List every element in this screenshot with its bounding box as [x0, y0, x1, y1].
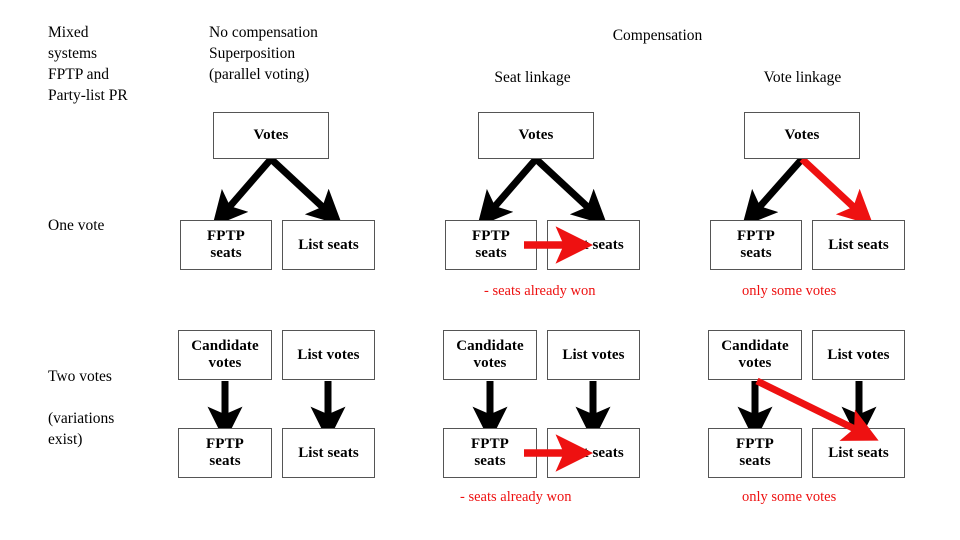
- row-label-two-votes: Two votes: [48, 368, 112, 385]
- row-label-one-vote: One vote: [48, 217, 105, 234]
- box-label: List seats: [828, 236, 889, 253]
- arrow-c1-votes-to-listseats: [268, 156, 343, 226]
- box-label: Votes: [518, 127, 554, 143]
- box-c3-fptp-seats-two[interactable]: FPTP seats: [708, 428, 802, 478]
- box-c3-fptp-seats[interactable]: FPTP seats: [710, 220, 802, 270]
- note-c3-two-votes: only some votes: [742, 489, 837, 505]
- diagram-title-label: Mixed systems FPTP and Party-list PR: [48, 24, 128, 104]
- box-label: List seats: [563, 444, 624, 461]
- arrow-c2-votes-to-fptp: [477, 156, 539, 227]
- box-c1-candidate-votes[interactable]: Candidate votes: [178, 330, 272, 380]
- row-label-two-votes-sub: (variations exist): [48, 410, 115, 448]
- box-c2-list-seats-two[interactable]: List seats: [547, 428, 640, 478]
- box-c2-list-seats[interactable]: List seats: [547, 220, 640, 270]
- arrow-c3-votes-to-listseats-red: [799, 156, 874, 226]
- box-label: FPTP seats: [207, 228, 245, 261]
- note-c3-one-vote: only some votes: [742, 283, 837, 299]
- group-header-compensation: Compensation: [612, 27, 703, 44]
- box-label: Candidate votes: [456, 338, 524, 371]
- arrow-c1-votes-to-fptp: [212, 156, 274, 227]
- note-c2-two-votes: - seats already won: [460, 489, 572, 505]
- box-c2-fptp-seats-two[interactable]: FPTP seats: [443, 428, 537, 478]
- box-label: List seats: [828, 444, 889, 461]
- box-c2-fptp-seats[interactable]: FPTP seats: [445, 220, 537, 270]
- column-header-no-compensation: No compensation Superposition (parallel …: [209, 24, 318, 83]
- box-c2-candidate-votes[interactable]: Candidate votes: [443, 330, 537, 380]
- box-label: List votes: [827, 346, 890, 363]
- box-c1-list-votes[interactable]: List votes: [282, 330, 375, 380]
- column-header-vote-linkage: Vote linkage: [763, 69, 842, 86]
- box-label: FPTP seats: [737, 228, 775, 261]
- box-label: Votes: [784, 127, 820, 143]
- box-c1-list-seats[interactable]: List seats: [282, 220, 375, 270]
- box-label: List votes: [562, 346, 625, 363]
- box-label: Votes: [253, 127, 289, 143]
- box-c2-list-votes[interactable]: List votes: [547, 330, 640, 380]
- box-c3-votes[interactable]: Votes: [744, 112, 860, 159]
- box-c3-list-seats[interactable]: List seats: [812, 220, 905, 270]
- box-label: List votes: [297, 346, 360, 363]
- box-label: Candidate votes: [191, 338, 259, 371]
- box-c3-list-votes[interactable]: List votes: [812, 330, 905, 380]
- arrow-c3-candidatevotes-to-listseats-red: [755, 377, 879, 441]
- box-label: List seats: [563, 236, 624, 253]
- note-c2-one-vote: - seats already won: [484, 283, 596, 299]
- column-header-seat-linkage: Seat linkage: [494, 69, 571, 86]
- box-c1-votes[interactable]: Votes: [213, 112, 329, 159]
- arrow-c3-votes-to-fptp: [741, 156, 805, 227]
- box-label: FPTP seats: [736, 436, 774, 469]
- box-label: FPTP seats: [472, 228, 510, 261]
- box-c1-fptp-seats-two[interactable]: FPTP seats: [178, 428, 272, 478]
- box-label: FPTP seats: [471, 436, 509, 469]
- box-label: Candidate votes: [721, 338, 789, 371]
- box-label: List seats: [298, 444, 359, 461]
- box-c2-votes[interactable]: Votes: [478, 112, 594, 159]
- box-c1-list-seats-two[interactable]: List seats: [282, 428, 375, 478]
- box-c1-fptp-seats[interactable]: FPTP seats: [180, 220, 272, 270]
- box-label: List seats: [298, 236, 359, 253]
- box-label: FPTP seats: [206, 436, 244, 469]
- box-c3-candidate-votes[interactable]: Candidate votes: [708, 330, 802, 380]
- box-c3-list-seats-two[interactable]: List seats: [812, 428, 905, 478]
- arrow-c2-votes-to-listseats: [533, 156, 608, 226]
